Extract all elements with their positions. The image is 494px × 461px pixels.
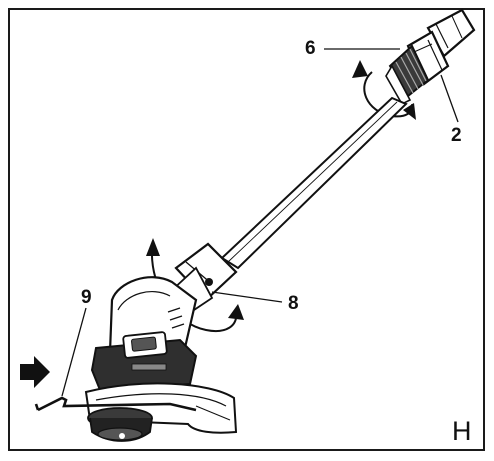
lower-collar: [168, 242, 238, 316]
main-shaft: [220, 96, 408, 270]
spool-head: [87, 407, 153, 442]
callout-2: 2: [451, 125, 462, 146]
callout-6: 6: [305, 38, 316, 59]
adjust-collar: [385, 44, 430, 106]
edge-guide: [34, 396, 197, 412]
callout-8: 8: [288, 293, 299, 314]
callout-9: 9: [81, 287, 92, 308]
push-arrow-icon: [20, 356, 50, 388]
motor-housing: [90, 276, 198, 392]
figure-letter: H: [452, 416, 472, 446]
leader-lines: [61, 48, 459, 397]
